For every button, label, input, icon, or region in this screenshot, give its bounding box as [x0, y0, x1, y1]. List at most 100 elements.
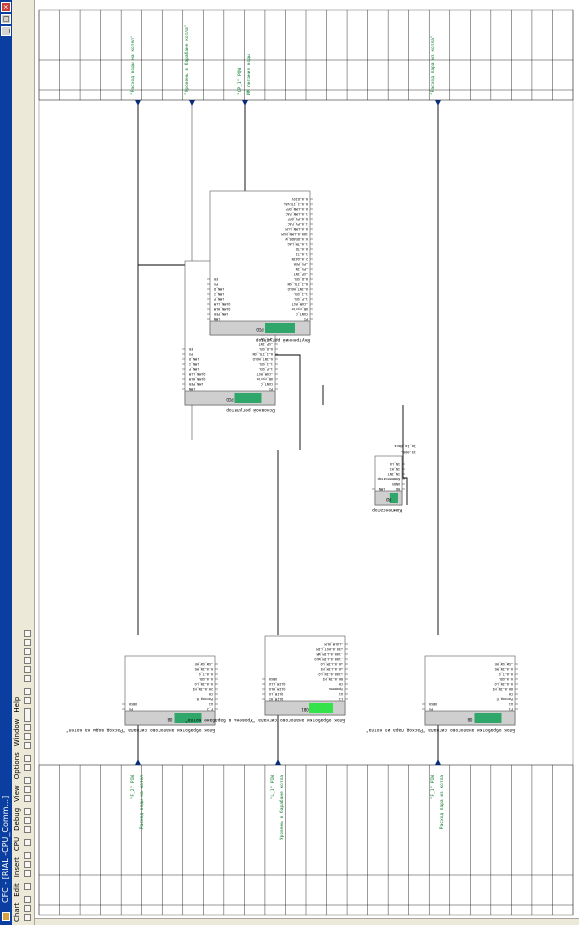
- input-pin[interactable]: —LOLM_HLM: [325, 642, 343, 646]
- input-pin[interactable]: A1: [209, 702, 213, 706]
- block-b4[interactable]: RDКомпенсаторRDUNDVКомпенсаторIN_INTIN_H…: [372, 444, 416, 513]
- download-icon[interactable]: [24, 817, 31, 824]
- cfc-sheet[interactable]: "F_2" PIW Расход воды на котел "L_1" PIW…: [35, 0, 579, 925]
- output-pin[interactable]: OBS0: [129, 702, 137, 706]
- input-pin[interactable]: CONT_C: [261, 382, 273, 386]
- input-pin[interactable]: Расход В: [197, 697, 213, 701]
- input-pin[interactable]: 2.0—GAIN: [292, 257, 308, 261]
- list-icon[interactable]: [24, 666, 31, 673]
- input-pin[interactable]: 1.0—TM_LAG: [288, 242, 308, 246]
- output-pin[interactable]: QLMN_LLM: [189, 372, 205, 376]
- input-f2-tag[interactable]: "F_2" PIW: [130, 775, 136, 800]
- print-icon[interactable]: [24, 883, 31, 890]
- input-pin[interactable]: 1—I_SEL: [294, 292, 308, 296]
- watch-icon[interactable]: [24, 795, 31, 802]
- input-pin[interactable]: CH: [509, 692, 513, 696]
- output-pin[interactable]: LMN_PER: [188, 382, 203, 386]
- output-flow-steam[interactable]: "Расход пара из котла": [430, 35, 436, 95]
- input-pin[interactable]: 0.0—DISV: [292, 197, 308, 201]
- input-pin[interactable]: -100.0—LIM_WR: [316, 652, 343, 656]
- select-icon[interactable]: [24, 724, 31, 731]
- input-pin[interactable]: 1—P_SEL: [294, 297, 308, 301]
- output-pin[interactable]: OBS0: [429, 702, 437, 706]
- input-pin[interactable]: RD: [396, 487, 400, 491]
- input-pin[interactable]: CH: [209, 692, 213, 696]
- input-pin[interactable]: —SP_INT: [259, 342, 273, 346]
- output-pin[interactable]: QLIM_HLO: [269, 687, 285, 691]
- zoom-out-icon[interactable]: [24, 688, 31, 695]
- input-pin[interactable]: —COM_RST: [257, 372, 273, 376]
- input-pin[interactable]: +100.0—IN_LO: [319, 672, 344, 676]
- output-pin[interactable]: LMN_D: [214, 287, 224, 291]
- output-pin[interactable]: LMN_D: [189, 357, 199, 361]
- input-pin[interactable]: 0—I_ITL_ON: [288, 282, 308, 286]
- chart-area[interactable]: "F_2" PIW Расход воды на котел "L_1" PIW…: [35, 0, 579, 925]
- output-pin[interactable]: ER: [213, 277, 218, 281]
- menu-options[interactable]: Options: [13, 752, 21, 780]
- input-pin[interactable]: 0.0—IN_MS: [495, 667, 513, 671]
- input-pin[interactable]: 0.0—I_ITLVAL: [284, 202, 309, 206]
- input-pin[interactable]: 1—P_SEL: [259, 367, 273, 371]
- input-pin[interactable]: Расход П: [497, 697, 513, 701]
- input-pin[interactable]: L1: [339, 697, 343, 701]
- output-pin[interactable]: LMN: [379, 487, 385, 491]
- output-pin[interactable]: OBS0: [269, 677, 277, 681]
- output-pin[interactable]: LMN: [189, 387, 195, 391]
- test-mode-icon[interactable]: [24, 808, 31, 815]
- input-pin[interactable]: 0—D_SEL: [294, 277, 308, 281]
- input-pin[interactable]: 100.0—LMN_HLM: [281, 232, 308, 236]
- input-pin[interactable]: +0.0—LIM_LO: [321, 662, 343, 666]
- menu-window[interactable]: Window: [13, 718, 21, 747]
- input-pin[interactable]: IN_LO: [390, 462, 400, 466]
- input-f1-tag[interactable]: "F_1" PIW: [430, 775, 436, 800]
- menu-debug[interactable]: Debug: [13, 807, 21, 831]
- input-pin[interactable]: 0.0—LMN_OFF: [286, 207, 308, 211]
- input-pin[interactable]: 1—I_SEL: [259, 362, 273, 366]
- input-pin[interactable]: —COM_RST: [292, 302, 308, 306]
- input-pin[interactable]: 20.0—IN_HI: [193, 687, 213, 691]
- input-pin[interactable]: CH: [339, 682, 343, 686]
- input-pin[interactable]: 0.0—IN_LO: [495, 682, 513, 686]
- open-icon[interactable]: [24, 905, 31, 912]
- run-icon[interactable]: [24, 764, 31, 771]
- menu-edit[interactable]: Edit: [13, 883, 21, 897]
- input-pin[interactable]: 1.0—LMN_FAC: [286, 212, 308, 216]
- output-flow-water[interactable]: "Расход воды на котел": [130, 35, 136, 95]
- menu-chart[interactable]: Chart: [13, 902, 21, 922]
- input-pin[interactable]: F_2: [207, 707, 213, 711]
- interconnect-icon[interactable]: [24, 786, 31, 793]
- input-pin[interactable]: +30.0—HST_LIM: [316, 647, 343, 651]
- output-cp1-tag[interactable]: "CP_1" PQW: [237, 68, 243, 95]
- input-pin[interactable]: —SW_SW_HE: [495, 662, 513, 666]
- input-pin[interactable]: -100.0—LIM_WLO: [314, 657, 343, 661]
- delete-icon[interactable]: [24, 777, 31, 784]
- input-pin[interactable]: 1.0—TI: [296, 252, 308, 256]
- input-pin[interactable]: —SP_INT: [294, 272, 308, 276]
- title-bar[interactable]: CFC - [RIAL -CPU_Comm...] _ □ ×: [0, 0, 12, 925]
- output-pin[interactable]: QLIM_HI: [269, 697, 283, 701]
- input-pin[interactable]: PI: [304, 317, 308, 321]
- menu-help[interactable]: Help: [13, 696, 21, 713]
- input-pin[interactable]: A1: [509, 702, 513, 706]
- close-icon[interactable]: ×: [1, 2, 11, 12]
- input-pin[interactable]: UNDV: [392, 482, 400, 486]
- input-pin[interactable]: 0.0—TD: [296, 247, 308, 251]
- overview-icon[interactable]: [24, 733, 31, 740]
- restore-icon[interactable]: □: [1, 14, 11, 24]
- input-pin[interactable]: 0—INT_HOLD: [253, 357, 273, 361]
- window-cascade-icon[interactable]: [24, 639, 31, 646]
- input-pin[interactable]: 0.0—IN_MS: [195, 667, 213, 671]
- input-pin[interactable]: Уровень: [329, 687, 343, 691]
- sheet-view-icon[interactable]: [24, 742, 31, 749]
- input-pin[interactable]: 0.0—T_S: [499, 672, 513, 676]
- input-pin[interactable]: 0.0—PV_OFF: [288, 217, 308, 221]
- output-pin[interactable]: ER: [188, 347, 193, 351]
- output-pin[interactable]: QLIM_LLO: [269, 682, 285, 686]
- input-pin[interactable]: —SW_SW_HE: [195, 662, 213, 666]
- input-pin[interactable]: IN_HI: [390, 467, 400, 471]
- input-pin[interactable]: —PV_PER: [293, 262, 308, 266]
- output-pin[interactable]: LMN_PER: [213, 312, 228, 316]
